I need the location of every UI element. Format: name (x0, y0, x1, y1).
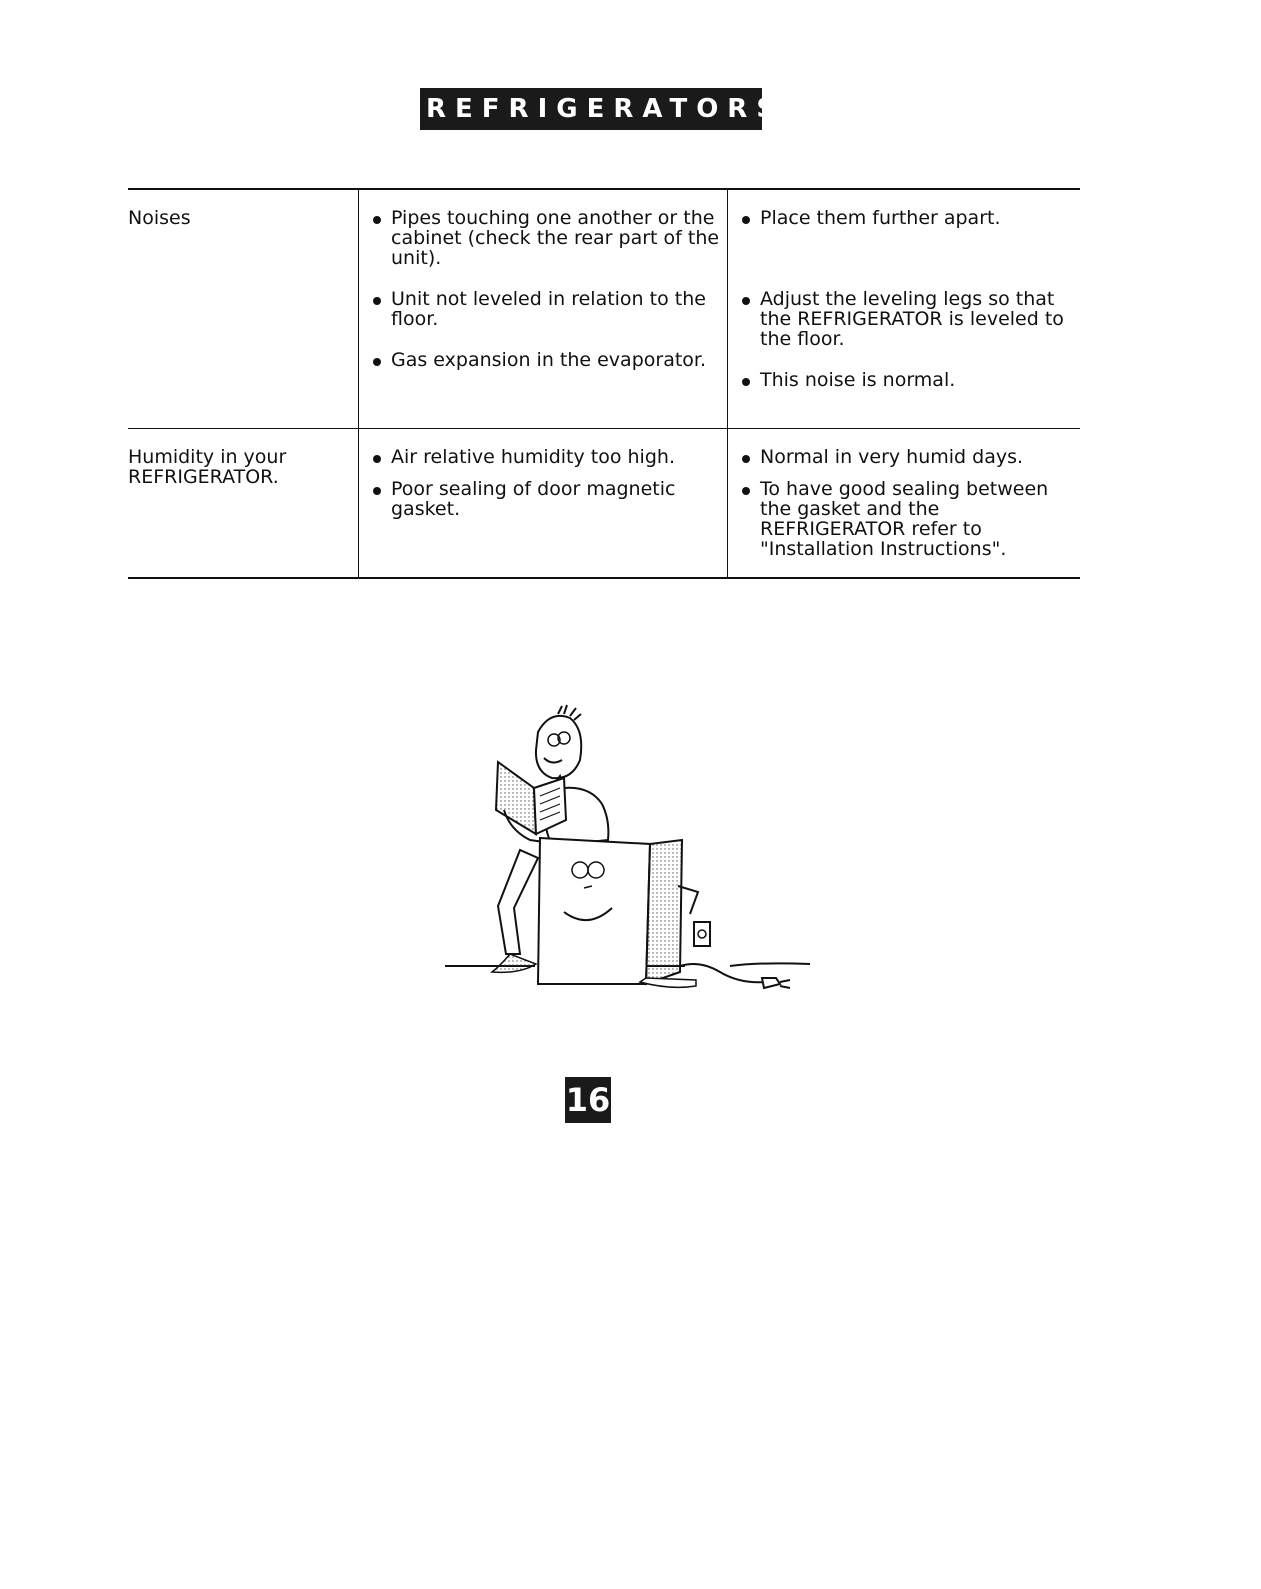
list-item: To have good sealing between the gasket … (742, 479, 1080, 559)
bullet-icon (373, 289, 391, 329)
list-item: Air relative humidity too high. (373, 447, 727, 467)
list-item: Normal in very humid days. (742, 447, 1080, 467)
list-item: Pipes touching one another or the cabine… (373, 208, 727, 268)
solutions-cell: Place them further apart. Adjust the lev… (727, 188, 1080, 429)
bullet-icon (742, 208, 760, 268)
bullet-icon (742, 479, 760, 559)
problem-cell: Humidity in your REFRIGERATOR. (128, 428, 359, 578)
bullet-icon (742, 289, 760, 349)
bullet-icon (742, 370, 760, 410)
bullet-icon (373, 447, 391, 467)
list-item: Gas expansion in the evaporator. (373, 350, 727, 390)
bullet-icon (373, 350, 391, 390)
bullet-icon (373, 479, 391, 519)
list-item: Unit not leveled in relation to the floo… (373, 289, 727, 329)
bullet-icon (742, 447, 760, 467)
solutions-cell: Normal in very humid days. To have good … (727, 428, 1080, 578)
list-item: Adjust the leveling legs so that the REF… (742, 289, 1080, 349)
list-item: Poor sealing of door magnetic gasket. (373, 479, 727, 519)
causes-cell: Pipes touching one another or the cabine… (358, 188, 728, 429)
bullet-icon (373, 208, 391, 268)
problem-cell: Noises (128, 188, 359, 429)
table-row: Humidity in your REFRIGERATOR. Air relat… (128, 428, 1080, 578)
page-title-banner: REFRIGERATORS (420, 88, 775, 130)
list-item: This noise is normal. (742, 370, 1080, 410)
troubleshooting-table: Noises Pipes touching one another or the… (128, 188, 1080, 579)
man-reading-manual-illustration (445, 704, 811, 990)
list-item: Place them further apart. (742, 208, 1080, 268)
page-number: 16 (565, 1077, 611, 1123)
causes-cell: Air relative humidity too high. Poor sea… (358, 428, 728, 578)
table-row: Noises Pipes touching one another or the… (128, 188, 1080, 429)
